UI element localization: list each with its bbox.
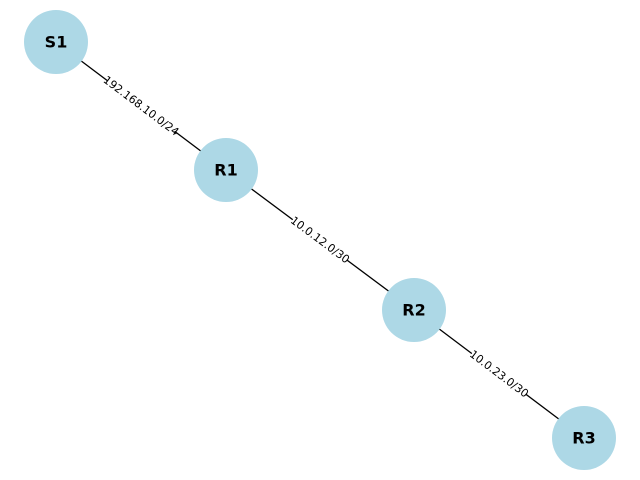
- node-label-r2: R2: [402, 301, 425, 320]
- edge-label-s1-r1: 192.168.10.0/24: [101, 73, 182, 138]
- node-label-r3: R3: [572, 429, 595, 448]
- node-r1: R1: [194, 138, 258, 202]
- edge-label-r2-r3: 10.0.23.0/30: [467, 348, 531, 401]
- node-r2: R2: [382, 278, 446, 342]
- node-circle-r3: [552, 406, 616, 470]
- node-circle-r2: [382, 278, 446, 342]
- node-label-r1: R1: [214, 161, 237, 180]
- node-circle-s1: [24, 10, 88, 74]
- node-label-s1: S1: [45, 33, 68, 52]
- node-s1: S1: [24, 10, 88, 74]
- edge-label-r1-r2: 10.0.12.0/30: [288, 214, 352, 266]
- node-circle-r1: [194, 138, 258, 202]
- edge-r1-r2: 10.0.12.0/30: [225, 169, 415, 311]
- node-r3: R3: [552, 406, 616, 470]
